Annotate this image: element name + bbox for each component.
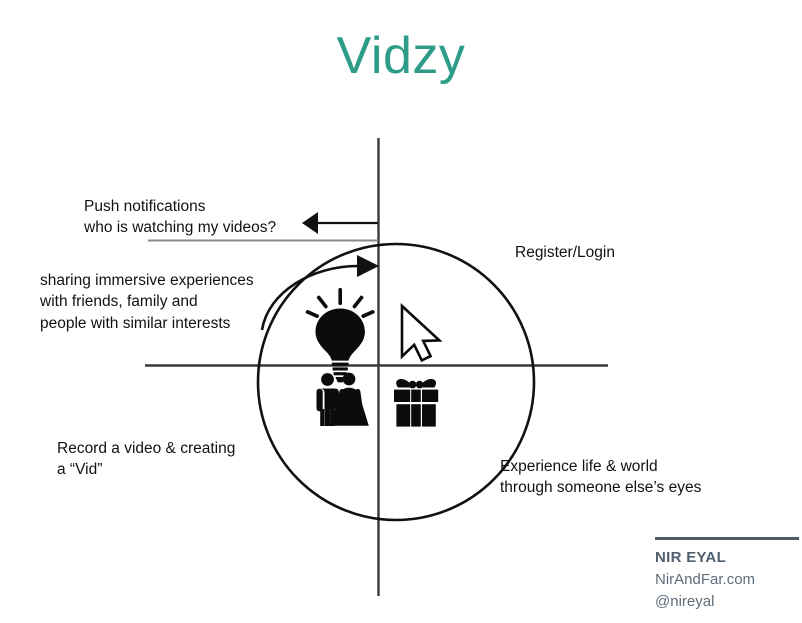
trigger-arrow-head [302,212,318,234]
credit-block: NIR EYAL NirAndFar.com @nireyal [655,537,799,612]
mouse-cursor-icon [400,303,443,363]
gift-box-icon [394,378,439,427]
lightbulb-icon [305,288,375,383]
action-curved-arrow-shaft [260,264,359,331]
credit-author-name: NIR EYAL [655,549,727,566]
label-register-login: Register/Login [515,244,615,261]
label-sharing-experiences: sharing immersive experiences with frien… [40,272,254,332]
couple-icon [316,372,369,426]
label-experience-life: Experience life & world through someone … [500,458,702,497]
action-curved-arrow-head [357,255,379,277]
credit-website[interactable]: NirAndFar.com [655,570,756,588]
label-push-notifications: Push notifications who is watching my vi… [84,198,277,237]
page-title: Vidzy [336,27,466,85]
credit-divider [655,537,799,540]
label-record-video: Record a video & creating a “Vid” [57,440,236,479]
hook-cycle-circle [256,242,536,522]
credit-handle[interactable]: @nireyal [655,592,715,610]
